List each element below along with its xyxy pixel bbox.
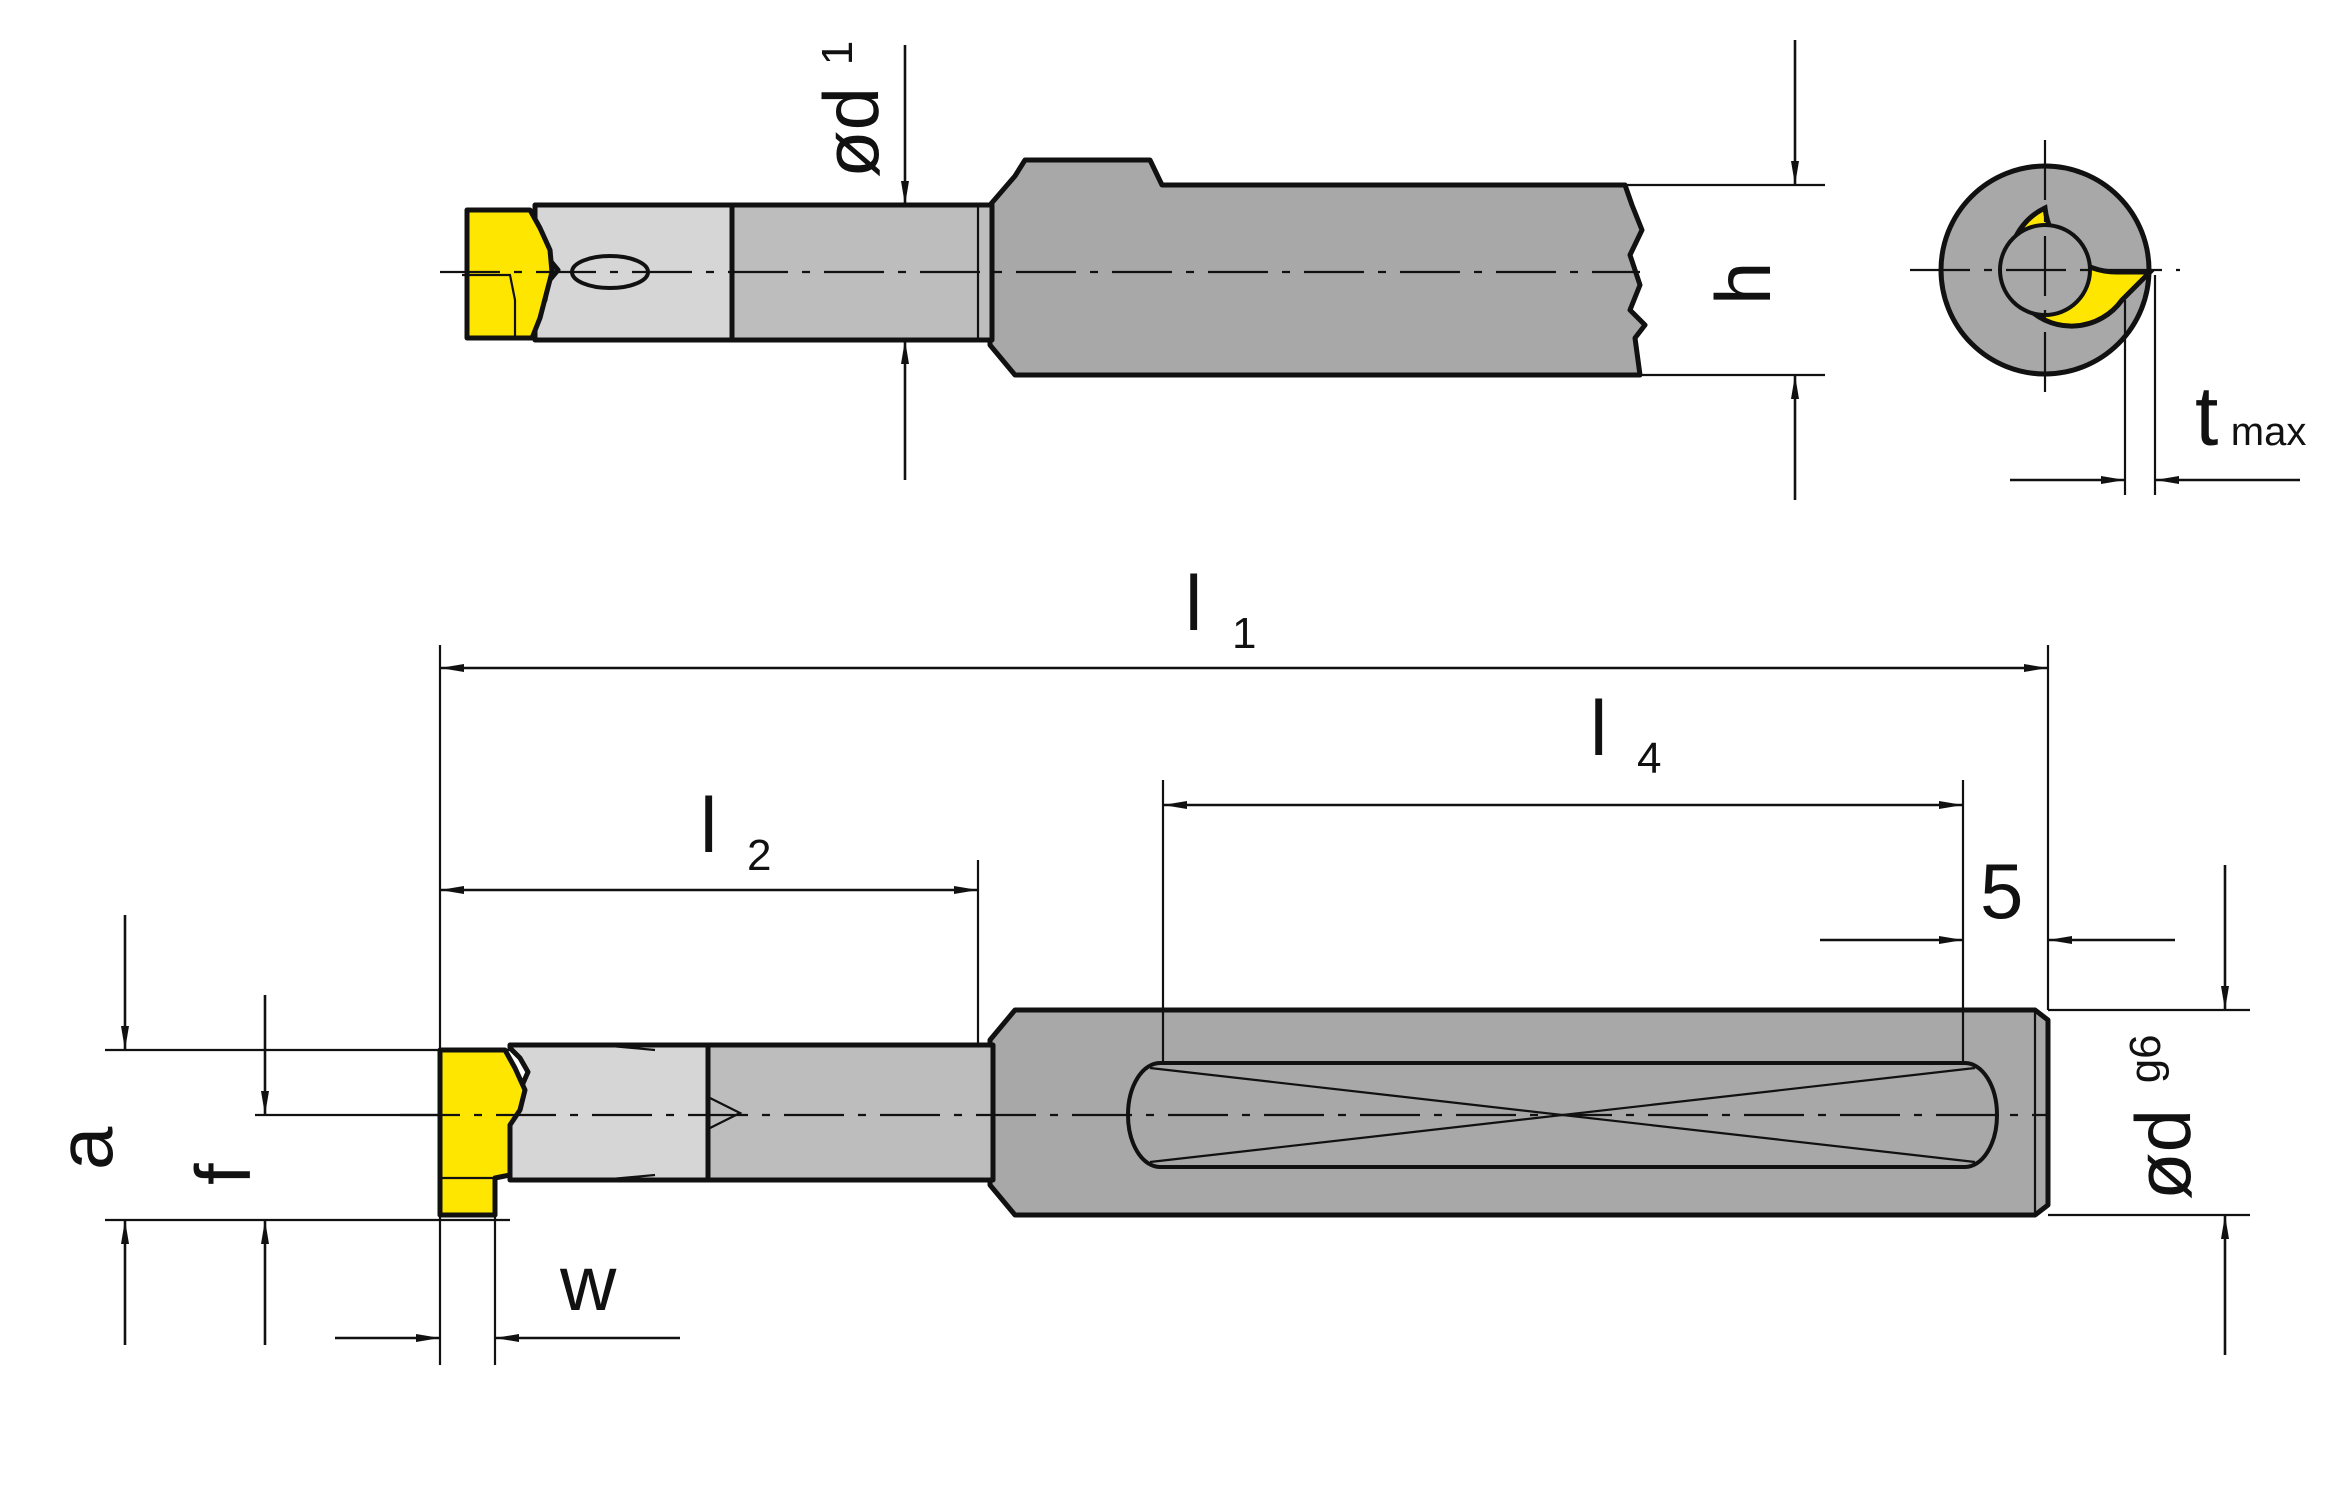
side-view: l 1 l 4 l 2 5 ød g6 xyxy=(41,559,2250,1365)
label-tmax: t max xyxy=(2195,369,2306,463)
label-h: h xyxy=(1699,262,1787,305)
side-flat xyxy=(1126,1061,1999,1169)
label-a: a xyxy=(41,1126,129,1170)
top-view: ød 1 h xyxy=(440,40,1825,500)
label-l1: l 1 xyxy=(1185,559,1257,658)
label-d1: ød 1 xyxy=(807,41,895,178)
side-shank xyxy=(987,1007,2051,1218)
side-neck xyxy=(705,1042,996,1183)
label-l4: l 4 xyxy=(1590,684,1662,783)
side-head xyxy=(507,1042,711,1183)
label-l2: l 2 xyxy=(700,781,772,880)
label-w: w xyxy=(559,1239,617,1327)
label-dg6: ød g6 xyxy=(2119,1034,2207,1200)
side-insert xyxy=(437,1047,528,1218)
label-f: f xyxy=(179,1163,267,1185)
top-shank xyxy=(987,157,1648,378)
label-5: 5 xyxy=(1980,847,2023,935)
end-view: t max xyxy=(1910,140,2306,495)
